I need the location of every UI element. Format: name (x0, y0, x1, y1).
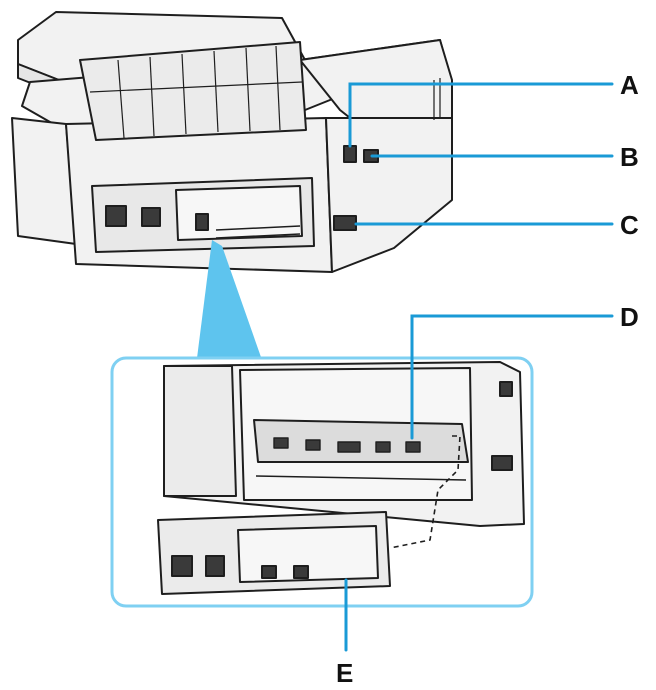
leader-d (410, 314, 614, 440)
attach-dashed-line (389, 435, 461, 549)
callout-label-a: A (620, 70, 639, 100)
zoom-port-a (499, 381, 513, 397)
rear-cover-panel (175, 185, 303, 241)
cover-e-slot-4 (293, 565, 309, 579)
zoomed-rear-view (157, 361, 525, 595)
leader-a (348, 82, 614, 148)
cover-e-slot-1 (171, 555, 193, 577)
callout-label-c: C (620, 210, 639, 240)
port-a (343, 145, 357, 163)
callout-label-e: E (336, 658, 353, 688)
rear-cover-slot-2 (141, 207, 161, 227)
printer-rear-view (11, 11, 453, 273)
zoom-left-block (163, 365, 237, 497)
zoom-highlight (196, 240, 262, 366)
port-c (333, 215, 357, 231)
cover-e-slot-3 (261, 565, 277, 579)
leader-lines (344, 82, 614, 652)
cover-e-slot-2 (205, 555, 225, 577)
rear-cover-slot-1 (105, 205, 127, 227)
callout-label-d: D (620, 302, 639, 332)
transport-rollers (273, 437, 421, 453)
printer-right-body (325, 117, 453, 273)
paper-support-ribs (89, 45, 303, 139)
zoom-port-c (491, 455, 513, 471)
callout-label-b: B (620, 142, 639, 172)
rear-cover-slot-3 (195, 213, 209, 231)
